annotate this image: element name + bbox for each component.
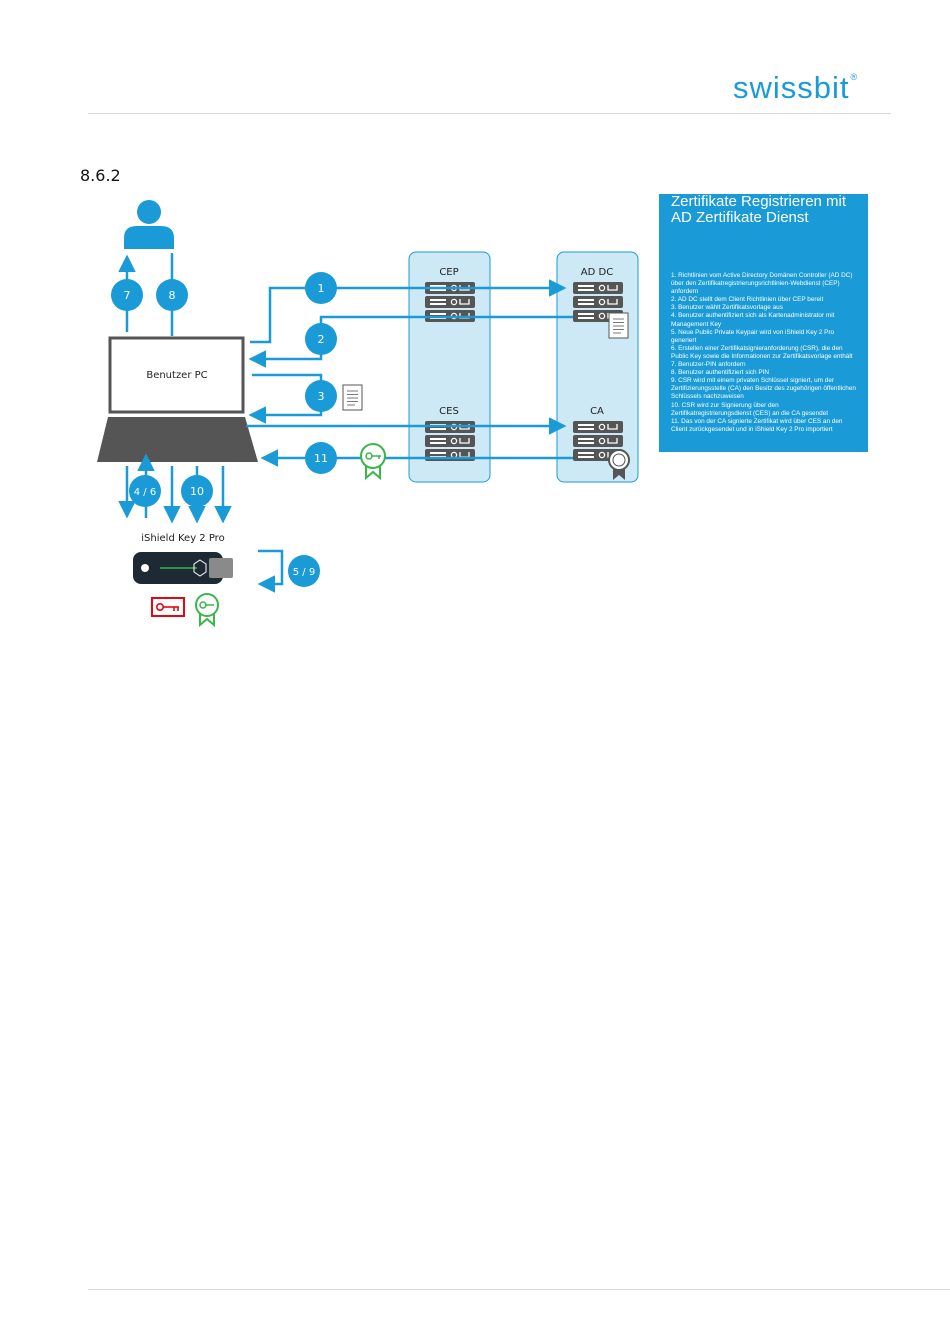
step-5-9-badge: 5 / 9 [288,555,320,587]
user-pc-icon [97,336,258,462]
step-1-badge: 1 [305,272,337,304]
svg-text:7: 7 [124,289,131,302]
legend-step: 3. Benutzer wählt Zertifikatsvorlage aus [671,304,783,312]
step-10-badge: 10 [181,475,213,507]
certificate-template-icon [342,384,363,411]
arrow-step-1 [250,279,567,344]
certificate-enrollment-diagram: CEP AD DC CES CA Benutzer PC [97,200,639,628]
arrow-step-5-9 [257,549,284,593]
legend-step: 11. Das von der CA signierte Zertifikat … [671,417,843,433]
ishield-key-label: iShield Key 2 Pro [141,533,224,544]
step-8-badge: 8 [156,279,188,311]
legend-step: 9. CSR wird mit einem privaten Schlüssel… [671,377,856,401]
legend-step: 8. Benutzer authentifiziert sich PIN [671,369,770,377]
ca-label: CA [590,406,604,417]
svg-text:3: 3 [318,390,325,403]
step-11-badge: 11 [305,442,337,474]
ces-label: CES [439,406,459,417]
step-3-badge: 3 [305,380,337,412]
svg-text:5 / 9: 5 / 9 [293,567,315,578]
signed-certificate-icon [360,443,386,481]
svg-text:4 / 6: 4 / 6 [134,487,156,498]
footer-divider [88,1289,950,1290]
legend-step: 10. CSR wird zur Signierung über den Zer… [671,401,829,417]
legend-title: Zertifikate Registrieren mit AD Zertifik… [671,193,847,226]
user-pc-label: Benutzer PC [146,370,207,381]
private-key-icon [151,597,185,617]
swissbit-logo: swissbit® [733,70,859,105]
section-number: 8.6.2 [80,166,121,185]
legend-step: 4. Benutzer authentifiziert sich als Kar… [671,312,835,328]
svg-text:1: 1 [318,282,325,295]
svg-text:10: 10 [190,485,204,498]
svg-text:2: 2 [318,333,325,346]
user-icon [124,200,174,249]
cep-label: CEP [439,267,458,278]
legend-step: 6. Erstellen einer Zertifikatsignieranfo… [671,344,853,360]
header-divider [88,113,891,114]
step-4-6-badge: 4 / 6 [129,475,161,507]
svg-text:8: 8 [169,289,176,302]
legend-steps-list: 1. Richtlinien vom Active Directory Domä… [671,272,860,434]
step-2-badge: 2 [305,323,337,355]
svg-text:11: 11 [314,452,328,465]
legend-step: 5. Neue Public Private Keypair wird von … [671,328,835,344]
steps-legend-panel: Zertifikate Registrieren mit AD Zertifik… [659,194,868,452]
ishield-key-icon [133,552,233,584]
policy-document-icon [608,312,629,339]
step-7-badge: 7 [111,279,143,311]
legend-step: 1. Richtlinien vom Active Directory Domä… [671,272,853,296]
legend-step: 2. AD DC stellt dem Client Richtlinien ü… [671,296,824,304]
legend-step: 7. Benutzer-PIN anfordern [671,361,746,369]
ca-certificate-seal-icon [608,449,630,480]
ad-dc-label: AD DC [581,267,613,278]
imported-certificate-icon [195,593,219,628]
